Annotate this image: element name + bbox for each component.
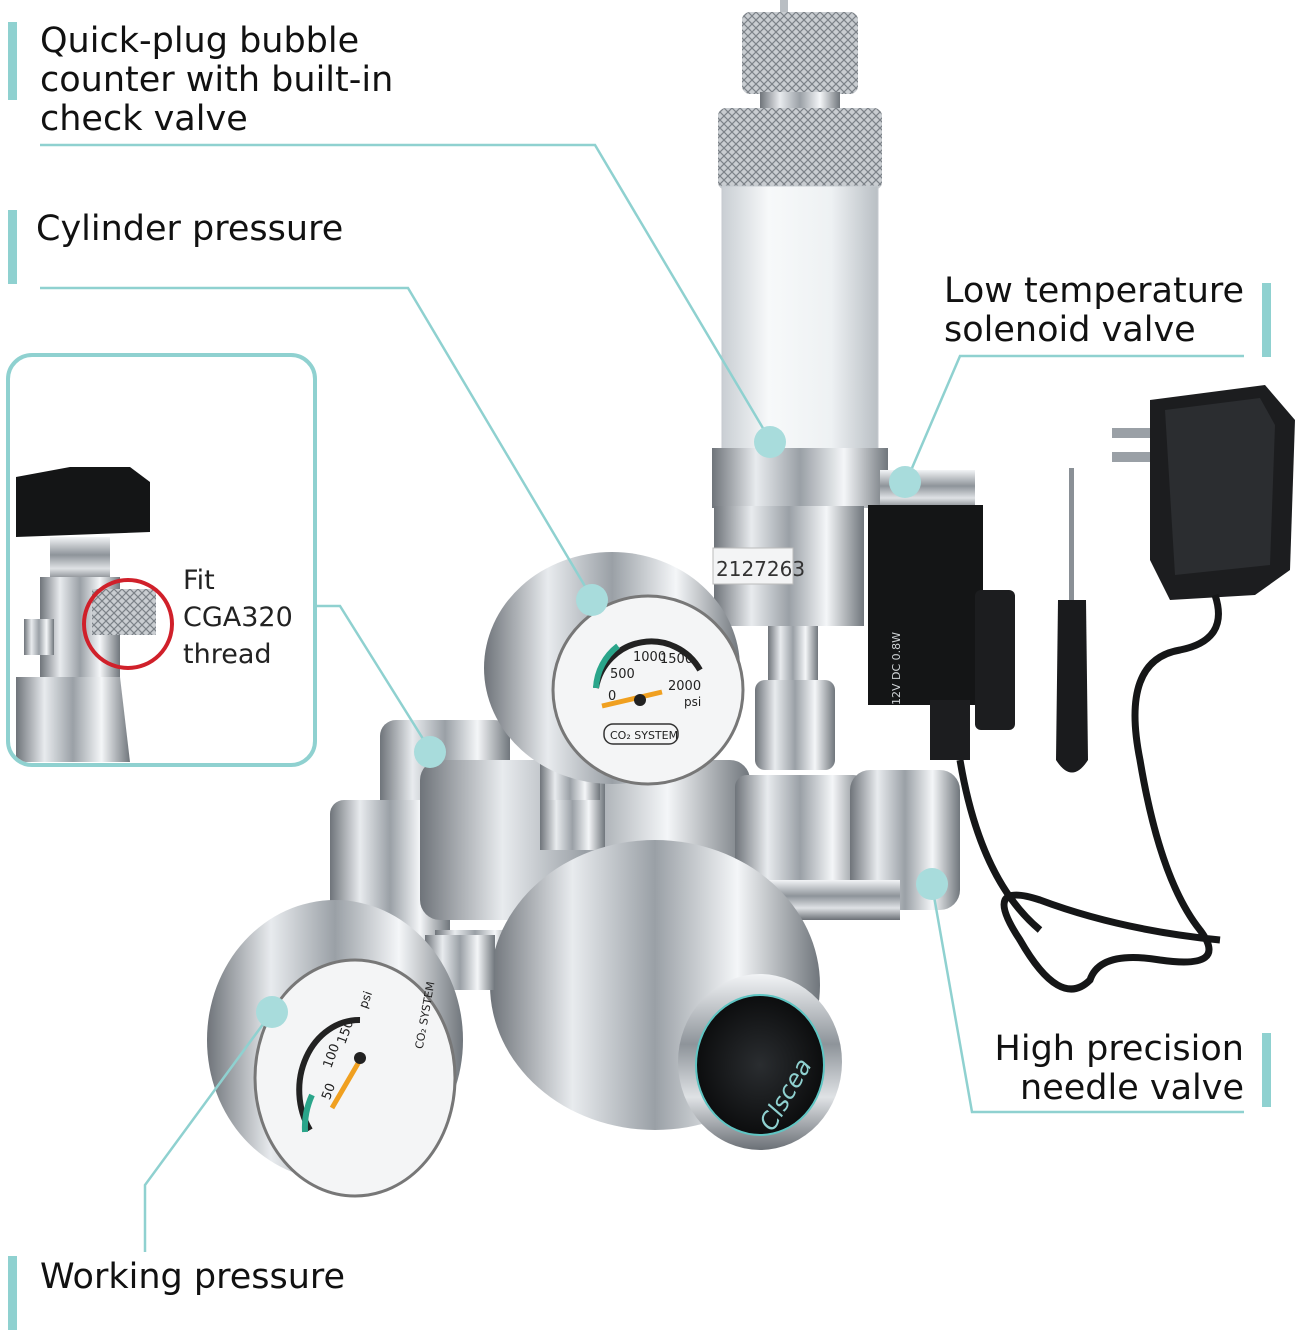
cylinder-unit: psi bbox=[684, 695, 701, 709]
inset-cga320: Fit CGA320 thread bbox=[6, 353, 317, 767]
cylinder-tick-0: 0 bbox=[608, 689, 616, 704]
callout-needle-valve: High precision needle valve bbox=[994, 1029, 1244, 1108]
marker-inlet-thread bbox=[414, 736, 446, 768]
fit-thread-text: Fit CGA320 thread bbox=[183, 565, 293, 670]
screwdriver bbox=[1056, 468, 1088, 773]
solenoid-marking: 12V DC 0.8W bbox=[890, 632, 903, 705]
power-adapter bbox=[956, 385, 1295, 993]
cylinder-valve-illustration bbox=[16, 467, 174, 762]
marker-solenoid bbox=[889, 466, 921, 498]
accent-bar-working bbox=[8, 1256, 17, 1330]
accent-bar-bubble bbox=[8, 22, 17, 100]
callout-bubble-counter: Quick-plug bubble counter with built-in … bbox=[40, 21, 394, 139]
callout-working-pressure: Working pressure bbox=[40, 1257, 346, 1297]
marker-needle-valve bbox=[916, 868, 948, 900]
leader-lines bbox=[40, 143, 1244, 1252]
bubble-counter bbox=[712, 0, 888, 770]
accent-bar-needle bbox=[1262, 1033, 1271, 1107]
cylinder-tick-1000: 1000 bbox=[633, 650, 666, 665]
working-tick-50: 50 bbox=[319, 1081, 339, 1102]
marker-bubble-counter bbox=[754, 426, 786, 458]
callout-markers bbox=[256, 426, 948, 1028]
regulator-body bbox=[330, 720, 960, 1150]
solenoid-valve bbox=[868, 470, 1015, 760]
cylinder-tick-1500: 1500 bbox=[660, 652, 693, 667]
cylinder-tick-500: 500 bbox=[610, 667, 635, 682]
body-serial: 2127263 bbox=[716, 557, 805, 581]
callout-cylinder-pressure: Cylinder pressure bbox=[36, 209, 344, 249]
cylinder-tick-2000: 2000 bbox=[668, 679, 701, 694]
callout-solenoid-valve: Low temperature solenoid valve bbox=[944, 271, 1245, 350]
cylinder-brand: CO₂ SYSTEM bbox=[610, 729, 678, 742]
working-pressure-gauge bbox=[207, 900, 495, 1198]
working-unit: psi bbox=[356, 989, 375, 1010]
accent-bar-solenoid bbox=[1262, 283, 1271, 357]
accent-bar-cylinder bbox=[8, 210, 17, 284]
highlight-ring bbox=[82, 578, 174, 670]
marker-cylinder-gauge bbox=[576, 584, 608, 616]
cylinder-pressure-gauge bbox=[484, 552, 745, 800]
marker-working-gauge bbox=[256, 996, 288, 1028]
